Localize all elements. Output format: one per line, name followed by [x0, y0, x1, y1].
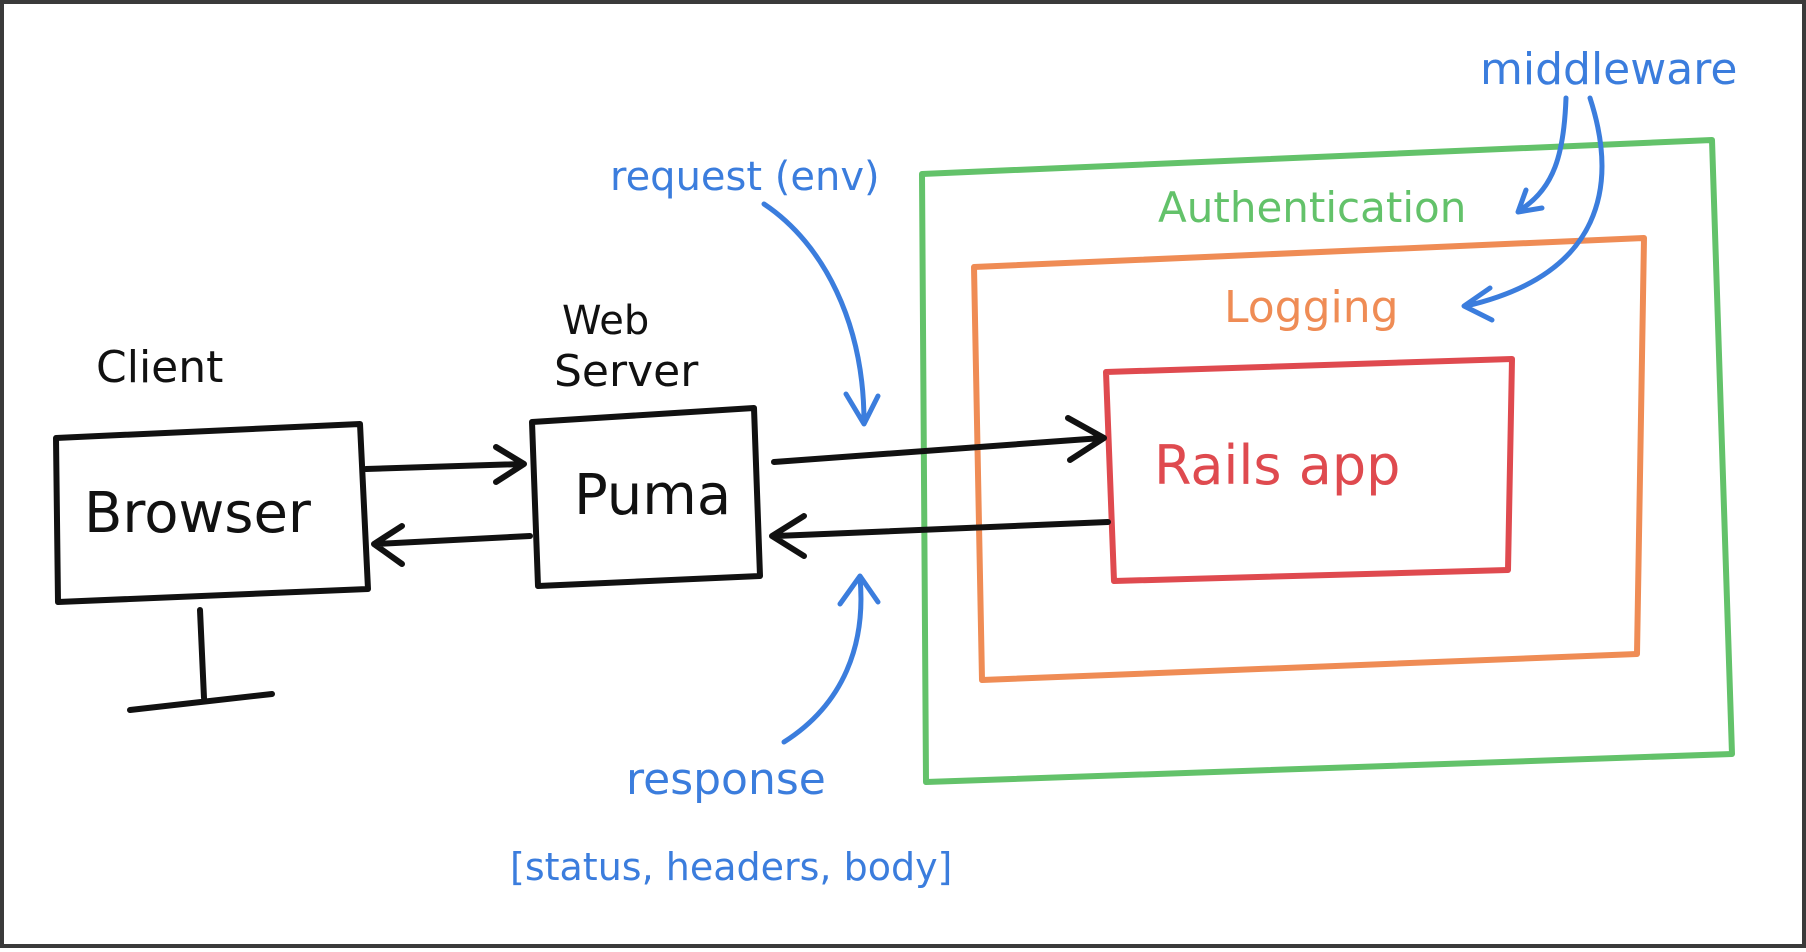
puma-to-browser-arrow[interactable] [371, 523, 533, 567]
middleware-label: middleware [1480, 44, 1737, 95]
client-label: Client [96, 342, 223, 393]
puma-box [529, 405, 763, 589]
architecture-diagram: Client Web Server Browser Puma request (… [53, 44, 1737, 889]
middleware-to-authentication-arrow [1515, 95, 1569, 215]
logging-label: Logging [1224, 282, 1399, 333]
request-pointer-arrow [761, 201, 881, 427]
browser-label[interactable]: Browser [84, 481, 312, 546]
response-label: response [626, 754, 826, 805]
browser-box [53, 421, 371, 605]
browser-to-puma-arrow[interactable] [363, 444, 527, 485]
authentication-box [919, 137, 1735, 785]
authentication-label: Authentication [1158, 183, 1466, 232]
response-pointer-arrow [781, 573, 881, 745]
rails-app-box [1103, 356, 1515, 584]
puma-label[interactable]: Puma [574, 463, 731, 528]
web-server-label-line2: Server [554, 346, 699, 397]
middleware-to-logging-arrow [1461, 95, 1605, 323]
rails-app-label[interactable]: Rails app [1154, 434, 1400, 497]
request-arrow[interactable] [771, 415, 1107, 465]
request-label: request (env) [610, 154, 880, 200]
web-server-label-line1: Web [562, 298, 649, 344]
monitor-stand [127, 607, 275, 713]
response-arrow[interactable] [769, 513, 1111, 559]
response-tuple-label: [status, headers, body] [510, 845, 952, 889]
logging-box [971, 235, 1647, 683]
